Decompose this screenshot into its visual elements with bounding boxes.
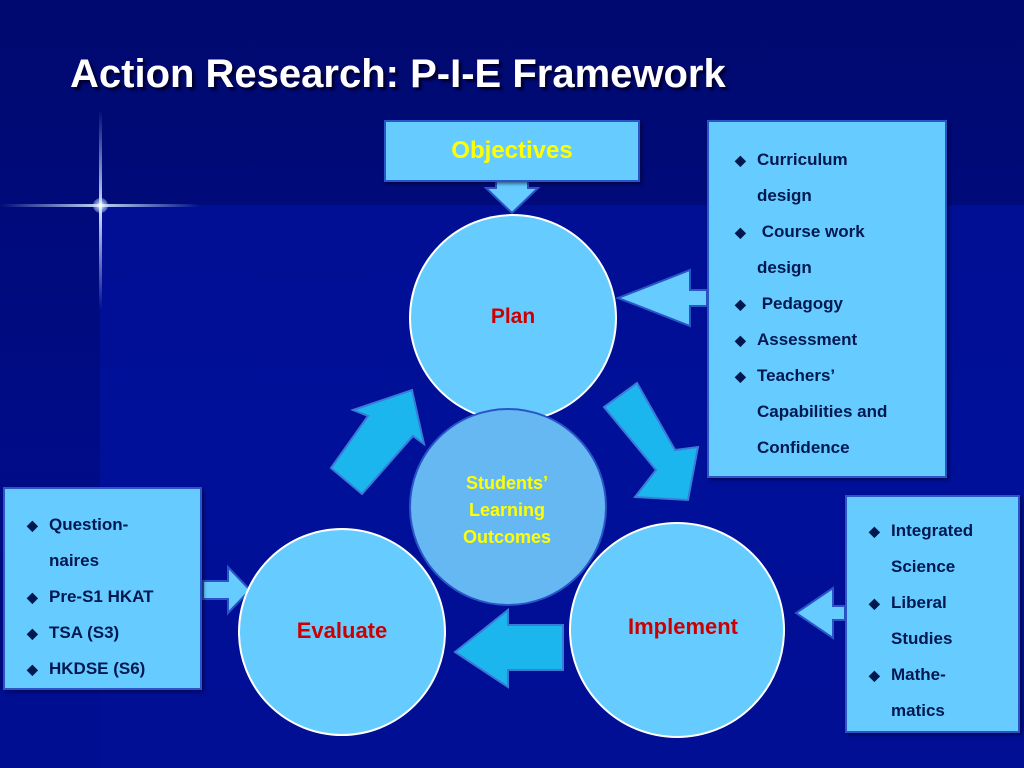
list-item: ◆Assessment (735, 322, 935, 358)
plan-to-implement-arrow (602, 381, 700, 502)
diamond-bullet-icon: ◆ (27, 589, 38, 605)
implement-input-arrow (794, 586, 846, 640)
list-item: Capabilities and (757, 402, 888, 421)
diamond-bullet-icon: ◆ (735, 224, 746, 240)
evaluate-label: Evaluate (296, 618, 388, 643)
diamond-bullet-icon: ◆ (735, 296, 746, 312)
objectives-label: Objectives (451, 137, 573, 164)
list-item: design (757, 186, 812, 205)
implement-label: Implement (627, 614, 739, 639)
list-item: ◆Pre-S1 HKAT (27, 579, 192, 615)
list-item: ◆Teachers’ (735, 358, 935, 394)
objectives-down-arrow (483, 179, 541, 215)
plan-label: Plan (490, 305, 536, 328)
center-label-line: Learning (468, 500, 545, 520)
diamond-bullet-icon: ◆ (735, 152, 746, 168)
implement-to-evaluate-arrow (453, 607, 564, 689)
list-item: ◆Liberal (869, 585, 1012, 621)
implement-inputs-box: ◆Integrated Science ◆Liberal Studies ◆Ma… (845, 495, 1020, 733)
list-item: naires (49, 551, 100, 570)
evaluate-circle (238, 528, 446, 736)
diamond-bullet-icon: ◆ (27, 625, 38, 641)
objectives-box: Objectives (384, 120, 640, 182)
list-item: ◆Curriculum (735, 142, 935, 178)
implement-inputs-list: ◆Integrated Science ◆Liberal Studies ◆Ma… (869, 513, 1012, 729)
slide-title: Action Research: P-I-E Framework (70, 52, 726, 96)
evaluate-input-arrow (202, 564, 252, 616)
students-learning-outcomes-circle (409, 408, 607, 606)
diamond-bullet-icon: ◆ (735, 332, 746, 348)
list-item: ◆ Course work (735, 214, 935, 250)
plan-input-arrow (615, 268, 708, 328)
list-item: ◆ Pedagogy (735, 286, 935, 322)
diamond-bullet-icon: ◆ (735, 368, 746, 384)
list-item: ◆Question- (27, 507, 192, 543)
diamond-bullet-icon: ◆ (27, 517, 38, 533)
evaluate-inputs-list: ◆Question- naires ◆Pre-S1 HKAT ◆TSA (S3)… (27, 507, 192, 687)
diamond-bullet-icon: ◆ (869, 523, 880, 539)
list-item: Science (891, 557, 956, 576)
list-item: ◆TSA (S3) (27, 615, 192, 651)
evaluate-inputs-box: ◆Question- naires ◆Pre-S1 HKAT ◆TSA (S3)… (3, 487, 202, 690)
list-item: matics (891, 701, 945, 720)
list-item: ◆Mathe- (869, 657, 1012, 693)
plan-inputs-box: ◆Curriculum design ◆ Course work design … (707, 120, 947, 478)
list-item: ◆HKDSE (S6) (27, 651, 192, 687)
evaluate-to-plan-arrow (329, 388, 426, 496)
diamond-bullet-icon: ◆ (27, 661, 38, 677)
center-label-line: Students’ (465, 473, 548, 493)
light-flare-center (93, 198, 108, 213)
list-item: Confidence (757, 438, 850, 457)
list-item: design (757, 258, 812, 277)
list-item: Studies (891, 629, 953, 648)
list-item: ◆Integrated (869, 513, 1012, 549)
background-corner-panel (0, 690, 100, 768)
diamond-bullet-icon: ◆ (869, 667, 880, 683)
diamond-bullet-icon: ◆ (869, 595, 880, 611)
implement-circle (569, 522, 785, 738)
plan-inputs-list: ◆Curriculum design ◆ Course work design … (735, 142, 935, 466)
students-learning-outcomes-label: Students’ Learning Outcomes (425, 470, 589, 551)
center-label-line: Outcomes (462, 527, 552, 547)
